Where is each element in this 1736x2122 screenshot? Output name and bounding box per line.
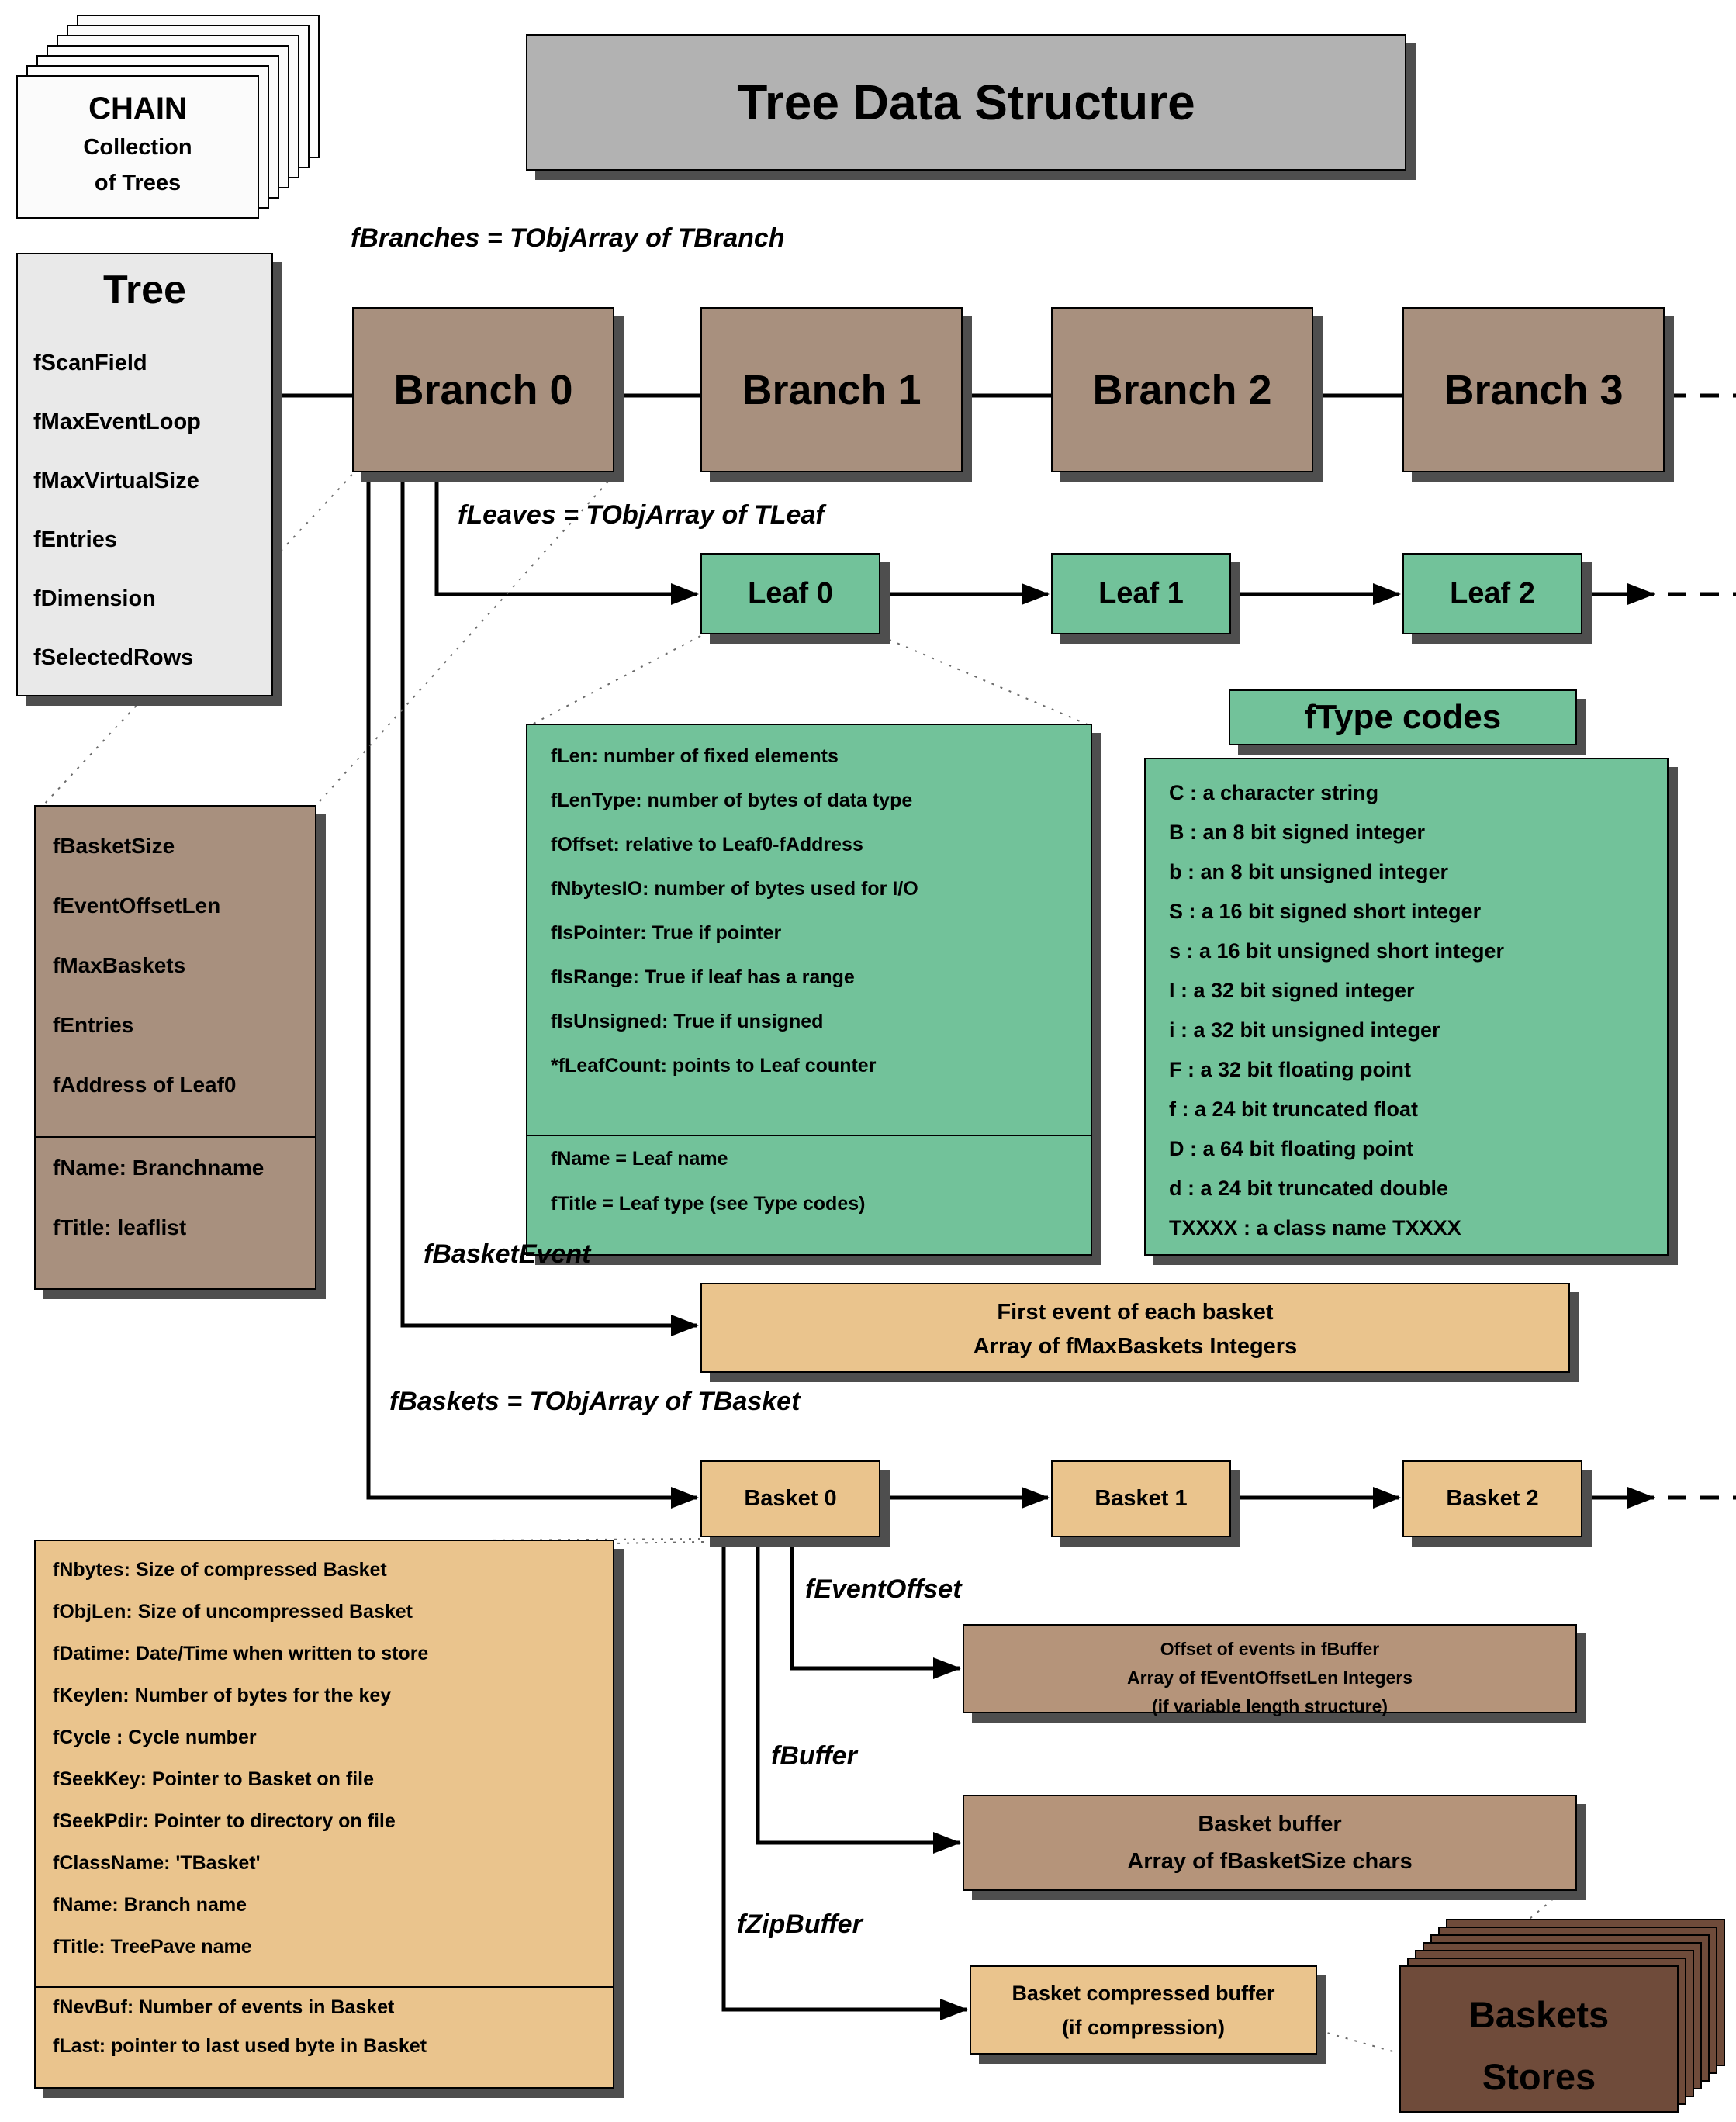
leaf-attr-field: fIsPointer: True if pointer [551,922,782,944]
basket-attr-field: fSeekKey: Pointer to Basket on file [53,1768,375,1790]
chain-stack: CHAIN Collection of Trees [16,14,327,223]
leaf-attr-field: fNbytesIO: number of bytes used for I/O [551,878,918,900]
chain-front-sheet: CHAIN Collection of Trees [16,75,259,219]
branch-attr-field: fMaxBaskets [53,952,186,977]
leaf-attr-field: fTitle = Leaf type (see Type codes) [551,1192,866,1215]
leaf-attr-field: fName = Leaf name [551,1147,728,1170]
basket-attr-field: fNevBuf: Number of events in Basket [53,1996,395,2018]
basket-box-0: Basket 0 [700,1460,880,1537]
branch-attr-field: fTitle: leaflist [53,1215,187,1239]
ftype-code-item: B : an 8 bit signed integer [1169,821,1426,844]
leaf-attr-field: *fLeafCount: points to Leaf counter [551,1055,877,1077]
tree-field: fMaxVirtualSize [33,468,199,493]
tree-field: fMaxEventLoop [33,409,201,434]
first-event-line: Array of fMaxBaskets Integers [973,1334,1298,1359]
label-feventoffset: fEventOffset [805,1574,962,1604]
basket-box-2: Basket 2 [1402,1460,1582,1537]
leaf-attributes-box: fLen: number of fixed elements fLenType:… [526,724,1092,1256]
event-offset-box: Offset of events in fBuffer Array of fEv… [963,1624,1577,1716]
tree-field: fEntries [33,527,117,552]
buffer-line: Array of fBasketSize chars [1127,1849,1413,1874]
chain-subtitle: of Trees [94,171,182,195]
leaf-attr-field: fIsRange: True if leaf has a range [551,966,855,988]
basket-attr-field: fClassName: 'TBasket' [53,1851,261,1874]
branch-attr-field: fEntries [53,1012,134,1037]
ftype-code-item: b : an 8 bit unsigned integer [1169,860,1449,883]
basket-attr-field: fObjLen: Size of uncompressed Basket [53,1600,413,1623]
basket-attr-field: fCycle : Cycle number [53,1726,257,1748]
leaf-attr-field: fOffset: relative to Leaf0-fAddress [551,834,863,855]
tree-box-title: Tree [103,268,186,313]
basket-attr-field: fNbytes: Size of compressed Basket [53,1558,387,1581]
label-fbasketevent: fBasketEvent [424,1239,591,1269]
basket-attr-field: fLast: pointer to last used byte in Bask… [53,2034,427,2057]
event-offset-line: Array of fEventOffsetLen Integers [1126,1668,1413,1688]
basket-attr-field: fDatime: Date/Time when written to store [53,1642,429,1664]
zip-buffer-line: Basket compressed buffer [1012,1982,1275,2005]
ftype-code-item: D : a 64 bit floating point [1169,1137,1413,1160]
branch-attr-field: fName: Branchname [53,1155,265,1180]
leaf-box-0: Leaf 0 [700,553,880,634]
label-fbaskets: fBaskets = TObjArray of TBasket [389,1387,801,1416]
ftype-code-item: s : a 16 bit unsigned short integer [1169,939,1505,963]
basket-attr-field: fTitle: TreePave name [53,1935,252,1958]
branch-attributes-box: fBasketSize fEventOffsetLen fMaxBaskets … [34,805,316,1290]
basket-attr-field: fName: Branch name [53,1893,247,1916]
tree-field: fDimension [33,586,156,611]
diagram-title: Tree Data Structure [526,34,1406,171]
basket-attributes-box: fNbytes: Size of compressed Basket fObjL… [34,1540,614,2089]
ftype-code-item: C : a character string [1169,781,1379,804]
stores-title: Baskets [1468,1994,1610,2035]
ftype-code-item: f : a 24 bit truncated float [1169,1097,1419,1121]
ftype-codes-box: C : a character string B : an 8 bit sign… [1144,758,1669,1256]
buffer-line: Basket buffer [1198,1812,1342,1837]
ftype-code-item: TXXXX : a class name TXXXX [1169,1216,1461,1239]
basket-box-1: Basket 1 [1051,1460,1231,1537]
ftype-code-item: F : a 32 bit floating point [1169,1058,1411,1081]
event-offset-line: Offset of events in fBuffer [1160,1639,1380,1659]
zip-buffer-line: (if compression) [1061,2016,1226,2039]
leaf-box-2: Leaf 2 [1402,553,1582,634]
branch-attr-field: fEventOffsetLen [53,893,221,918]
ftype-codes-header: fType codes [1229,689,1577,745]
chain-subtitle: Collection [83,135,192,160]
branch-attr-field: fBasketSize [53,833,175,858]
basket-attr-field: fKeylen: Number of bytes for the key [53,1684,392,1706]
ftype-code-item: I : a 32 bit signed integer [1169,979,1415,1002]
ftype-code-item: i : a 32 bit unsigned integer [1169,1018,1440,1042]
stores-subtitle: Stores [1482,2056,1596,2097]
label-fzipbuffer: fZipBuffer [737,1909,863,1939]
ftype-code-item: d : a 24 bit truncated double [1169,1177,1449,1200]
leaf-attr-field: fLen: number of fixed elements [551,745,839,767]
branch-attr-field: fAddress of Leaf0 [53,1072,237,1097]
leaf-box-1: Leaf 1 [1051,553,1231,634]
first-event-box: First event of each basket Array of fMax… [700,1283,1570,1373]
event-offset-line: (if variable length structure) [1151,1696,1388,1716]
branch-box-1: Branch 1 [700,307,963,472]
leaf-attr-field: fIsUnsigned: True if unsigned [551,1011,824,1032]
label-fbuffer: fBuffer [771,1741,857,1771]
branch-box-0: Branch 0 [352,307,614,472]
chain-title: CHAIN [88,92,187,126]
first-event-line: First event of each basket [997,1300,1274,1325]
zip-buffer-box: Basket compressed buffer (if compression… [970,1965,1317,2055]
tree-field: fScanField [33,350,147,375]
stores-stack: Baskets Stores [1399,1917,1733,2119]
buffer-box: Basket buffer Array of fBasketSize chars [963,1795,1577,1891]
diagram-title-text: Tree Data Structure [737,74,1195,130]
ftype-code-item: S : a 16 bit signed short integer [1169,900,1482,923]
label-fbranches: fBranches = TObjArray of TBranch [351,223,785,253]
stores-front-sheet: Baskets Stores [1399,1965,1679,2113]
branch-box-2: Branch 2 [1051,307,1313,472]
label-fleaves: fLeaves = TObjArray of TLeaf [458,500,825,530]
tree-field: fSelectedRows [33,645,194,670]
basket-attr-field: fSeekPdir: Pointer to directory on file [53,1809,396,1832]
branch-box-3: Branch 3 [1402,307,1665,472]
leaf-attr-field: fLenType: number of bytes of data type [551,790,913,811]
tree-box: Tree fScanField fMaxEventLoop fMaxVirtua… [16,253,273,696]
